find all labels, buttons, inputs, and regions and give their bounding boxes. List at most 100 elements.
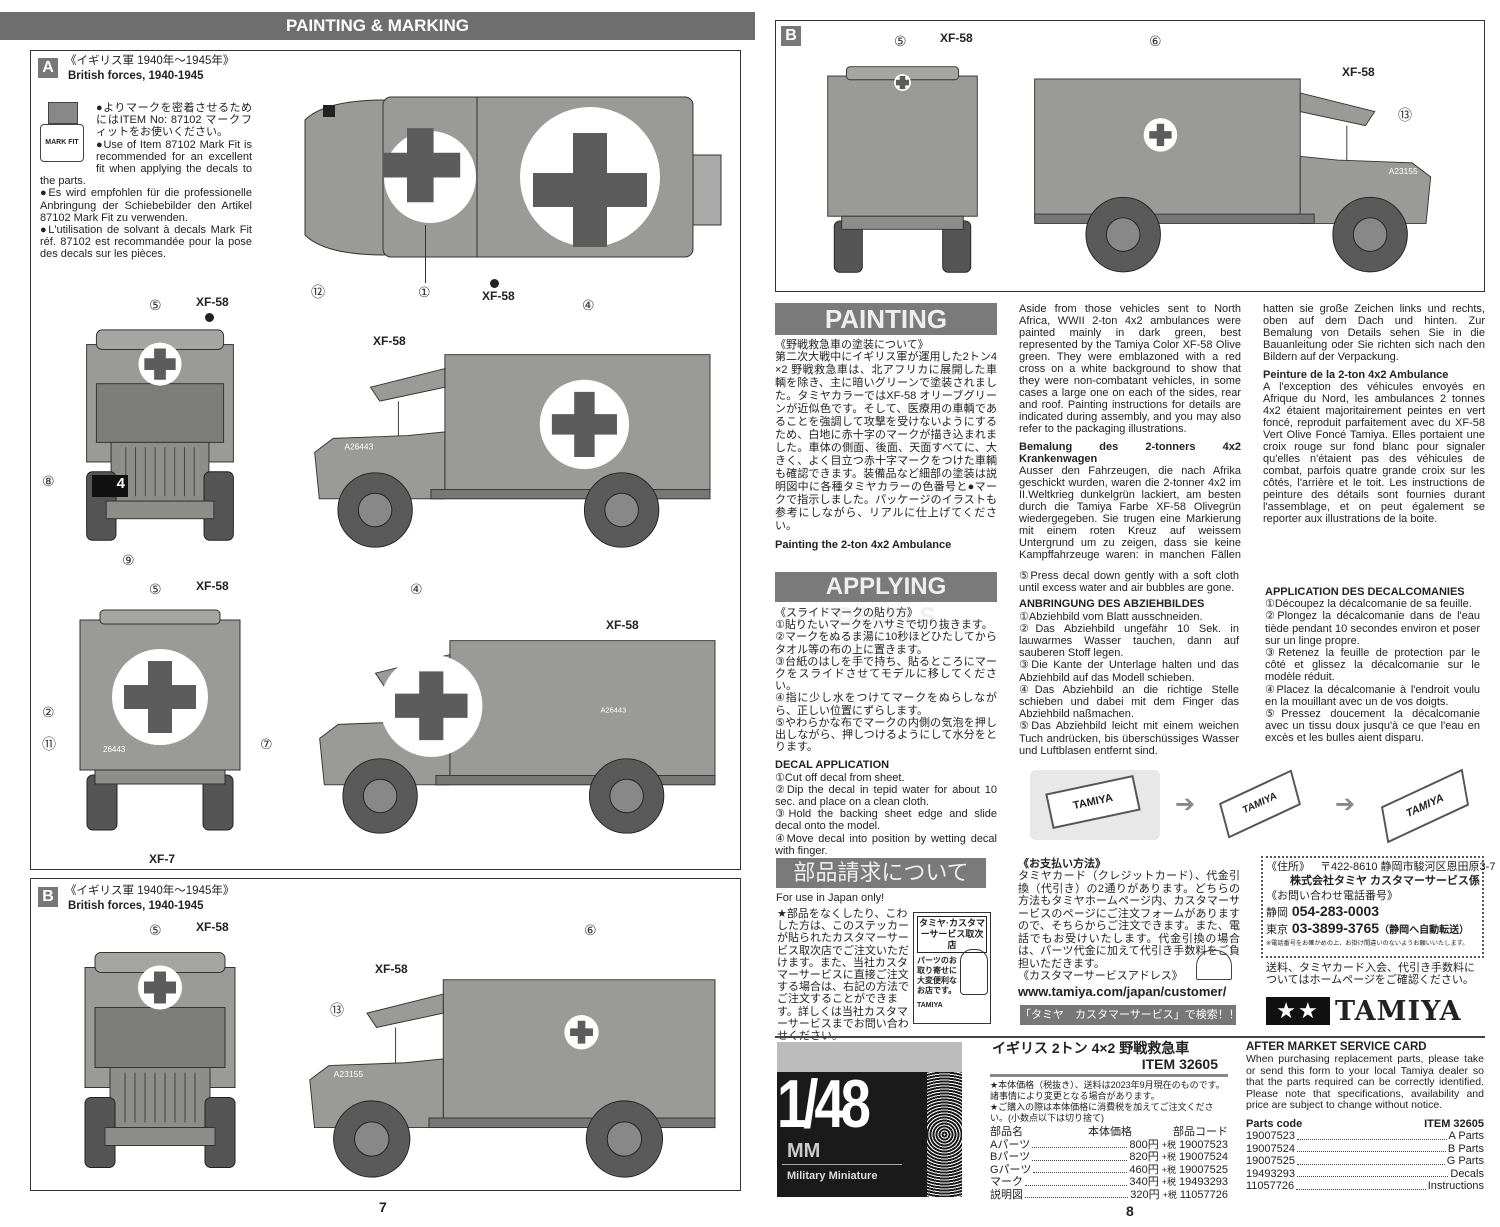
- painting-section: PAINTING 《野戦救急車の塗装について》 第二次大戦中にイギリス軍が運用し…: [775, 303, 1485, 567]
- fr-step: ①Découpez la décalcomanie de sa feuille.: [1265, 598, 1472, 611]
- vehicle-rear-view: 26443: [75, 605, 245, 835]
- paint-label-xf58: XF-58: [482, 289, 515, 303]
- decals-col-3: APPLICATION DES DECALCOMANIES ①Découpez …: [1265, 586, 1480, 745]
- paint-label-xf58: XF-58: [373, 334, 406, 348]
- decals-jp-title: 《スライドマークの貼り方》: [775, 607, 918, 619]
- scheme-b-panel: [30, 878, 741, 1191]
- decals-heading: APPLYING DECALS: [775, 572, 997, 630]
- registration-number: A26443: [344, 442, 373, 452]
- fr-step: ④Placez la décalcomanie à l'endroit voul…: [1265, 683, 1480, 708]
- painting-en-title: Painting the 2-ton 4x2 Ambulance: [775, 539, 952, 551]
- parts-order-heading: 部品請求について: [776, 858, 986, 888]
- callout-11: ⑪: [42, 736, 56, 752]
- mark-fit-bottle-icon: MARK FIT: [40, 102, 86, 166]
- registration-number: A23155: [1389, 166, 1418, 176]
- sticker-title: タミヤ·カスタマーサービス取次店: [917, 916, 987, 953]
- callout-9: ⑨: [122, 552, 135, 568]
- scheme-a-title-en: British forces, 1940-1945: [68, 70, 204, 82]
- callout-5: ⑤: [149, 922, 162, 938]
- scale-block: 1/48 MM Military Miniature: [777, 1042, 962, 1197]
- painting-en-body: Aside from those vehicles sent to North …: [1019, 303, 1241, 435]
- decal-card: TAMIYA: [1380, 768, 1470, 844]
- roof-decal-square: [323, 105, 335, 117]
- service-card-body: When purchasing replacement parts, pleas…: [1246, 1053, 1484, 1111]
- en-step: ③Hold the backing sheet edge and slide d…: [775, 808, 997, 833]
- callout-4: ④: [410, 581, 423, 597]
- scheme-a-panel: [30, 50, 741, 870]
- painting-fr-body: A l'exception des véhicules envoyés en A…: [1263, 381, 1485, 525]
- phone-note: ※電話番号をお確かめの上、お掛け間違いのないようお願いいたします。: [1266, 940, 1469, 947]
- jp-step: ①貼りたいマークをハサミで切り抜きます。: [775, 619, 993, 632]
- callout-5: ⑤: [894, 33, 907, 49]
- paint-label-xf58: XF-58: [375, 962, 408, 976]
- jp-step: ③台紙のはしを手で持ち、貼るところにマークをスライドさせてモデルに移してください…: [775, 655, 997, 693]
- address: 〒422-8610 静岡市駿河区恩田原3-7: [1320, 861, 1496, 873]
- contact-box: [1261, 856, 1484, 958]
- painting-jp-title: 《野戦救急車の塗装について》: [775, 339, 929, 351]
- customer-url[interactable]: www.tamiya.com/japan/customer/: [1018, 984, 1227, 999]
- callout-8: ⑧: [42, 473, 55, 489]
- sticker-logo: TAMIYA: [917, 1002, 943, 1009]
- page-number-7: 7: [379, 1199, 387, 1215]
- vehicle-side-view-small-cross: A23155: [295, 975, 725, 1180]
- callout-4: ④: [582, 297, 595, 313]
- vehicle-top-view: [304, 96, 722, 258]
- registration-number: A26443: [601, 705, 627, 714]
- en-step: ④Move decal into position by wetting dec…: [775, 832, 997, 857]
- callout-7: ⑦: [260, 736, 273, 752]
- de-step: ①Abziehbild vom Blatt ausschneiden.: [1019, 610, 1203, 623]
- registration-number: A23155: [334, 1069, 364, 1079]
- de-step: ⑤Das Abziehbild leicht mit einem weichen…: [1019, 720, 1239, 757]
- series-name: Military Miniature: [787, 1170, 878, 1182]
- address-label: 《住所》: [1266, 861, 1310, 873]
- paint-label-xf58: XF-58: [196, 920, 229, 934]
- vehicle-front-view: [75, 945, 245, 1180]
- callout-13: ⑬: [330, 1002, 344, 1018]
- decals-de-title: ANBRINGUNG DES ABZIEHBILDES: [1019, 598, 1205, 611]
- paint-label-xf58: XF-58: [606, 618, 639, 632]
- address-title: 《カスタマーサービスアドレス》: [1018, 970, 1183, 982]
- laptop-person-icon: [1196, 950, 1232, 980]
- callout-12: ⑫: [311, 284, 325, 300]
- painting-jp-body: 第二次大戦中にイギリス軍が運用した2トン4×2 野戦救急車は、北アフリカに展開し…: [775, 351, 997, 532]
- markfit-note-en: ●Use of Item 87102 Mark Fit is recommend…: [40, 138, 252, 188]
- service-card-title: AFTER MARKET SERVICE CARD: [1246, 1041, 1427, 1053]
- product-title-jp: イギリス 2トン 4×2 野戦救急車: [992, 1040, 1190, 1056]
- scheme-b-badge: B: [38, 887, 58, 907]
- callout-6: ⑥: [1149, 33, 1162, 49]
- vehicle-side-view-large-cross: A26443: [300, 636, 730, 836]
- fr-step: ③Retenez la feuille de protection par le…: [1265, 647, 1480, 684]
- en-step: ②Dip the decal in tepid water for about …: [775, 783, 997, 809]
- de-step: ③Die Kante der Unterlage halten und das …: [1019, 659, 1239, 684]
- scheme-a-title-jp: 《イギリス軍 1940年〜1945年》: [65, 55, 235, 67]
- price-note-1: ★本体価格（税抜き）、送料は2023年9月現在のものです。諸事情により変更となる…: [990, 1080, 1225, 1101]
- paint-label-xf7: XF-7: [149, 852, 176, 866]
- de-step: ④Das Abziehbild an die richtige Stelle s…: [1019, 683, 1239, 721]
- scale-text: 1/48: [777, 1066, 871, 1142]
- callout-6: ⑥: [584, 922, 597, 938]
- dealer-sticker: タミヤ·カスタマーサービス取次店 パーツのお取り寄せに大変便利なお店です。 TA…: [913, 912, 991, 1024]
- phone-title: 《お問い合わせ電話番号》: [1266, 890, 1398, 902]
- vehicle-side-view: A26443: [290, 350, 730, 550]
- vehicle-front-view: [75, 325, 245, 550]
- payment-body: タミヤカード（クレジットカード）、代金引換（代引き）の2通りがあります。どちらの…: [1018, 870, 1240, 970]
- parts-order-body: ★部品をなくしたり、こわした方は、このステッカーが貼られたカスタマーサービス取次…: [777, 908, 909, 1042]
- parts-order-col: 部品請求について For use in Japan only!: [776, 858, 986, 904]
- markfit-note-jp: ●よりマークを密着させるためにはITEM No: 87102 マークフィットをお…: [96, 102, 252, 139]
- callout-13: ⑬: [1398, 107, 1412, 123]
- de-step: ②Das Abziehbild ungefähr 10 Sek. in lauw…: [1019, 622, 1239, 660]
- arrow-right-icon: ➔: [1175, 791, 1196, 818]
- page-header: PAINTING & MARKING: [0, 12, 755, 40]
- scheme-a-badge: A: [38, 58, 58, 78]
- unit-plate-number: 4: [116, 475, 125, 492]
- decals-en-title: DECAL APPLICATION: [775, 759, 890, 772]
- tamiya-logo: ★★ TAMIYA: [1266, 996, 1462, 1027]
